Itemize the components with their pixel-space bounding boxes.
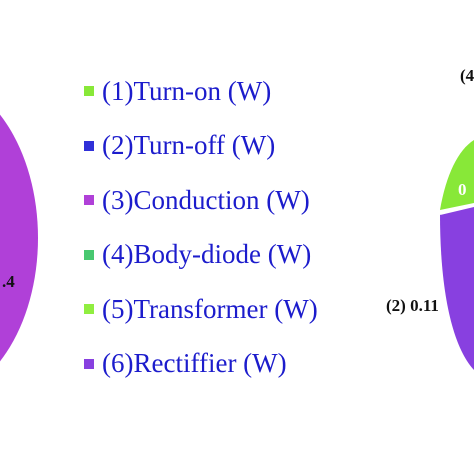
legend-swatch-conduction [84,195,94,206]
legend-swatch-turn-off [84,140,94,151]
legend-label-transformer: (5)Transformer (W) [102,293,318,324]
legend-label-turn-on: (1)Turn-on (W) [102,75,272,106]
right-pie-slice-transformer [440,140,474,210]
legend-swatch-transformer [84,304,94,315]
right-pie-data-label-turn-off: (2) 0.11 [386,296,439,315]
legend-label-body-diode: (4)Body-diode (W) [102,239,312,270]
left-pie-slice-conduction [0,114,38,362]
legend-swatch-body-diode [84,249,94,260]
right-pie-slice-rectiffier [440,206,474,370]
legend-swatch-rectiffier [84,358,94,369]
legend-item-conduction: (3)Conduction (W) [84,173,318,228]
right-pie-top-label: (4 [460,66,474,85]
legend-item-turn-off: (2)Turn-off (W) [84,119,318,174]
legend-label-rectiffier: (6)Rectiffier (W) [102,348,287,379]
legend-label-turn-off: (2)Turn-off (W) [102,130,276,161]
legend-item-turn-on: (1)Turn-on (W) [84,64,318,119]
legend-item-transformer: (5)Transformer (W) [84,282,318,337]
legend-label-conduction: (3)Conduction (W) [102,184,310,215]
left-pie-data-label: .4 [2,272,15,291]
legend-item-body-diode: (4)Body-diode (W) [84,228,318,283]
right-pie [439,132,474,370]
right-pie-divider [439,205,474,215]
legend-swatch-turn-on [84,86,94,97]
legend-item-rectiffier: (6)Rectiffier (W) [84,337,318,392]
chart-legend: (1)Turn-on (W) (2)Turn-off (W) (3)Conduc… [84,64,318,391]
right-pie-side-label: 0 [458,180,467,199]
